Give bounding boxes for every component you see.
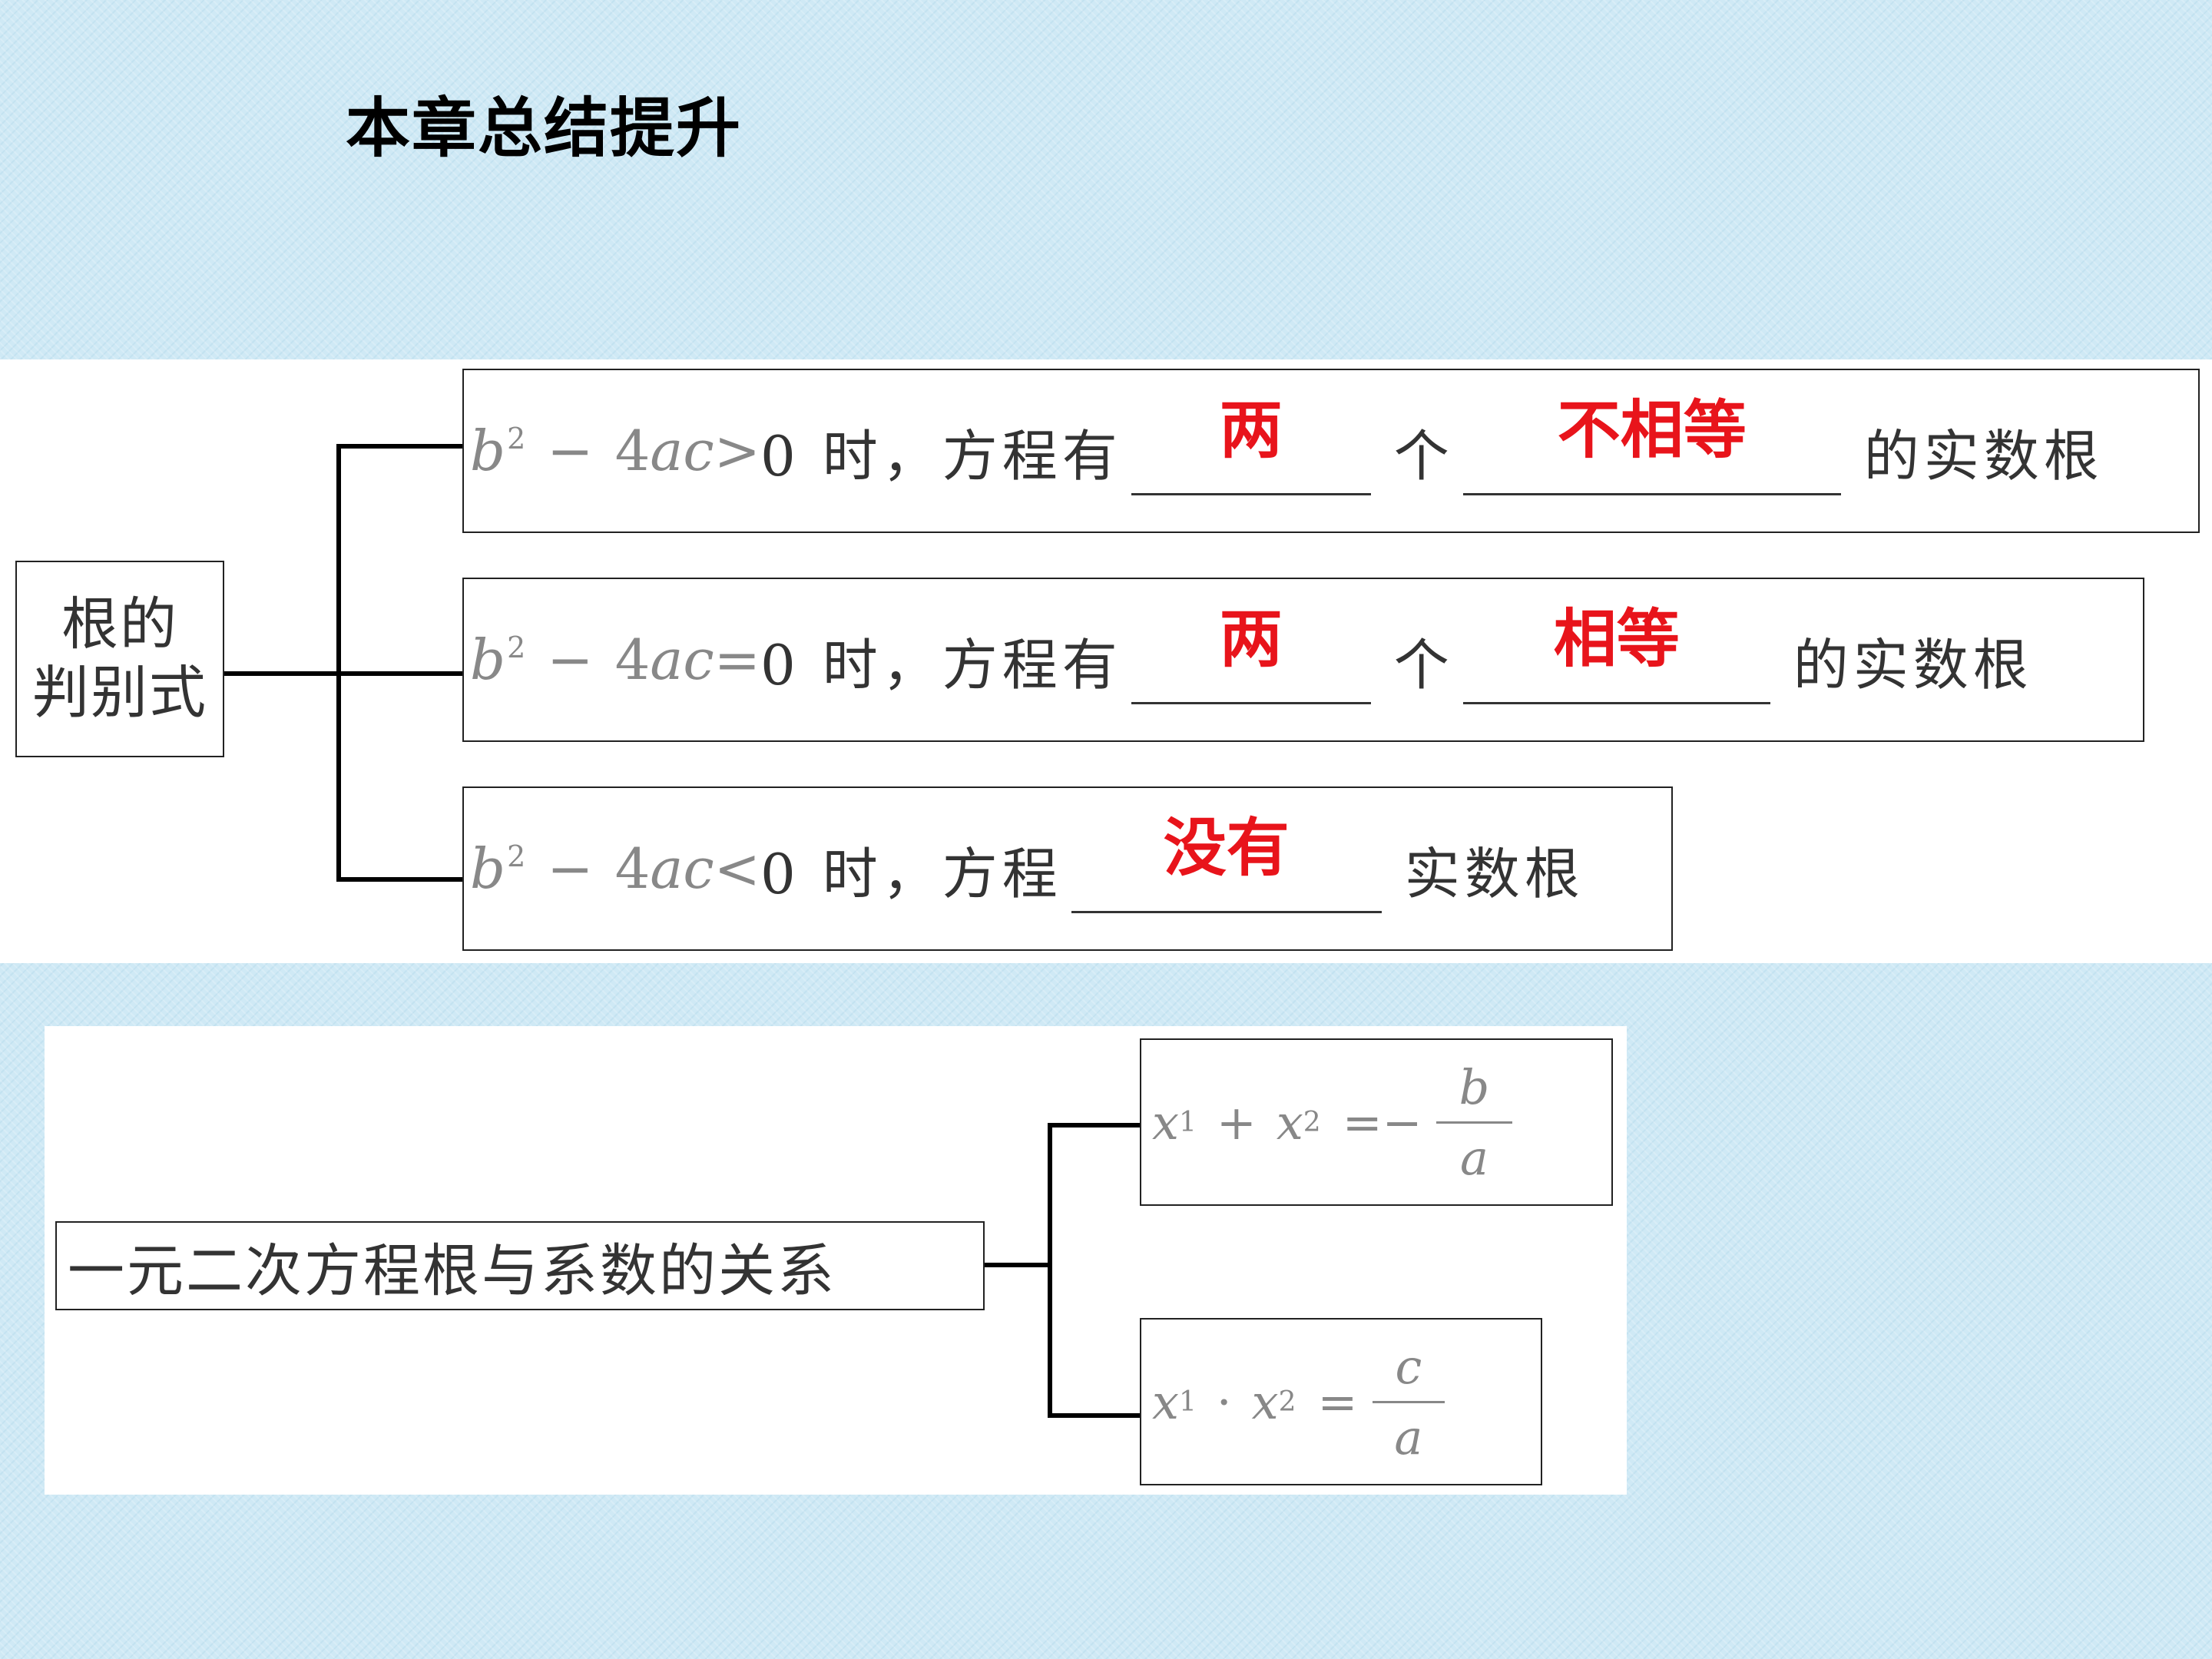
page-title: 本章总结提升 xyxy=(346,91,743,166)
connector-h-root xyxy=(224,671,465,676)
connector-h-product xyxy=(1048,1413,1143,1418)
answer-blank-count: 两 xyxy=(1131,399,1371,495)
discriminant-case-zero: b2−4ac = 0 时，方程有 两 个 相等 的实数根 xyxy=(462,578,2144,742)
case-text-tail: 的实数根 xyxy=(1863,423,2104,488)
connector-h-sum xyxy=(1048,1123,1143,1128)
sum-denominator: a xyxy=(1459,1129,1488,1186)
root-label-line2: 判别式 xyxy=(32,660,207,726)
sum-fraction: b a xyxy=(1435,1059,1513,1186)
connector-h-relation xyxy=(985,1263,1048,1267)
discriminant-case-positive: b2−4ac > 0 时，方程有 两 个 不相等 的实数根 xyxy=(462,369,2200,533)
connector-h-case3 xyxy=(336,877,465,882)
comparison-operator: > xyxy=(714,419,760,483)
case-row: b2−4ac > 0 时，方程有 两 个 不相等 的实数根 xyxy=(464,370,2198,531)
relation-root-box: 一元二次方程根与系数的关系 xyxy=(55,1221,985,1310)
root-label-line1: 根的 xyxy=(61,591,178,658)
answer-blank-count: 两 xyxy=(1131,608,1371,704)
product-fraction: c a xyxy=(1371,1339,1445,1465)
discriminant-root-box: 根的 判别式 xyxy=(15,561,224,757)
connector-h-case1 xyxy=(336,444,465,449)
connector-v-relation xyxy=(1048,1123,1052,1418)
case-text-tail: 的实数根 xyxy=(1793,632,2033,697)
comparison-operator: < xyxy=(714,836,760,901)
case-text-tail: 实数根 xyxy=(1404,841,1584,906)
product-sign: = xyxy=(1317,1373,1358,1430)
connector-v-spine xyxy=(336,444,341,882)
discriminant-expression: b2−4ac xyxy=(470,419,714,483)
case-text: 0 时，方程有 xyxy=(760,632,1122,697)
sum-sign: =− xyxy=(1342,1094,1422,1151)
discriminant-case-negative: b2−4ac < 0 时，方程 没有 实数根 xyxy=(462,786,1673,951)
case-text-mid: 个 xyxy=(1393,423,1454,488)
comparison-operator: = xyxy=(714,628,760,692)
discriminant-expression: b2−4ac xyxy=(470,836,714,901)
case-row: b2−4ac = 0 时，方程有 两 个 相等 的实数根 xyxy=(464,579,2143,740)
case-row: b2−4ac < 0 时，方程 没有 实数根 xyxy=(464,788,1671,949)
answer-blank-kind: 不相等 xyxy=(1462,399,1841,495)
relation-label: 一元二次方程根与系数的关系 xyxy=(68,1237,836,1304)
product-denominator: a xyxy=(1394,1409,1423,1465)
product-numerator: c xyxy=(1372,1339,1445,1403)
case-text: 0 时，方程有 xyxy=(760,423,1122,488)
answer-blank-real-roots: 没有 xyxy=(1071,816,1382,913)
case-text-mid: 个 xyxy=(1393,632,1454,697)
discriminant-expression: b2−4ac xyxy=(470,628,714,692)
discriminant-panel: 根的 判别式 b2−4ac > 0 时，方程有 两 个 不相等 的实数根 b2−… xyxy=(0,359,2212,963)
sum-numerator: b xyxy=(1435,1059,1513,1124)
answer-blank-kind: 相等 xyxy=(1462,608,1770,704)
case-text: 0 时，方程 xyxy=(760,841,1062,906)
